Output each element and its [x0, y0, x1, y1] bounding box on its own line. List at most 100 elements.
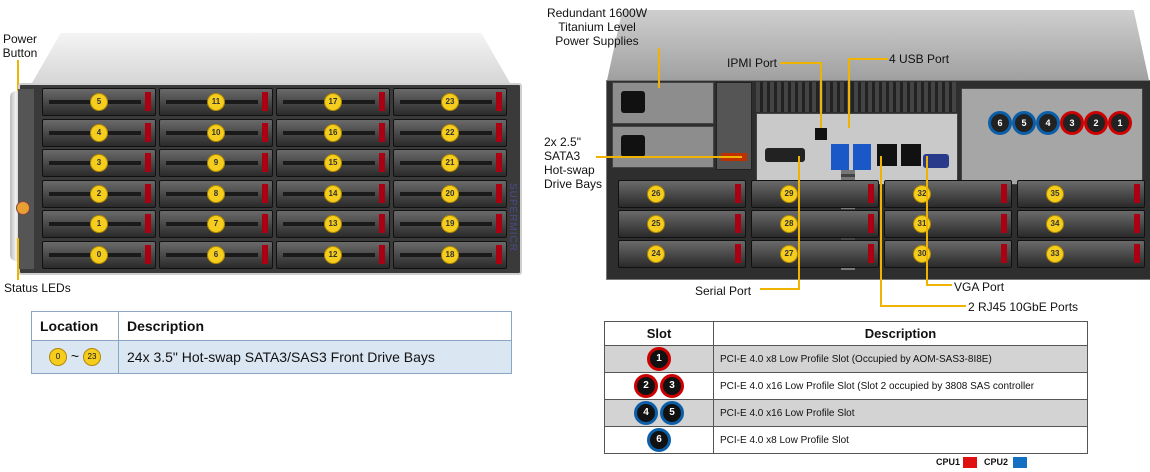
bay-number-badge: 11	[207, 93, 225, 111]
pcie-slot-marker: 3	[1060, 111, 1084, 135]
front-drive-bay[interactable]: 23	[393, 88, 507, 116]
front-drive-bay[interactable]: 13	[276, 210, 390, 238]
rear-drive-bay[interactable]: 34	[1017, 210, 1145, 238]
serial-port[interactable]	[765, 148, 805, 162]
rj45-leader-h	[880, 305, 966, 307]
rear-sata-label-line4: Drive Bays	[544, 177, 603, 191]
front-drive-bay[interactable]: 20	[393, 179, 507, 208]
bay-number-badge: 17	[324, 93, 342, 111]
control-panel	[18, 89, 34, 269]
front-drive-bay[interactable]: 15	[276, 149, 390, 177]
front-drive-bay[interactable]: 9	[159, 149, 273, 177]
rj45-ports-label: 2 RJ45 10GbE Ports	[968, 300, 1079, 314]
front-drive-bay[interactable]: 21	[393, 149, 507, 177]
front-drive-bay[interactable]: 14	[276, 179, 390, 208]
rj45-leader-v	[880, 156, 882, 307]
ipmi-port[interactable]	[815, 128, 827, 140]
front-drive-bay[interactable]: 11	[159, 88, 273, 116]
bay-number-badge: 24	[647, 245, 665, 263]
rear-drive-bay[interactable]: 27	[751, 240, 879, 268]
rj45-port-1[interactable]	[877, 144, 897, 166]
usb-leader-h	[848, 58, 888, 60]
bay-number-badge: 10	[207, 123, 225, 142]
table-row: 6 PCI-E 4.0 x8 Low Profile Slot	[604, 426, 1088, 454]
power-button[interactable]	[16, 201, 30, 215]
rear-drive-bay[interactable]: 31	[884, 210, 1012, 238]
slot-marker: 5	[660, 401, 684, 425]
slot-header: Slot	[604, 321, 714, 346]
front-bay-table-header: Location Description	[31, 311, 512, 341]
bay-badge-to: 23	[82, 348, 101, 367]
front-drive-bay[interactable]: 6	[159, 240, 273, 269]
pcie-slot-table-header: Slot Description	[604, 321, 1088, 346]
front-bay-table: Location Description 0 ~ 23 24x 3.5" Hot…	[31, 311, 512, 375]
bay-number-badge: 21	[441, 154, 459, 172]
bay-number-badge: 13	[324, 215, 342, 233]
vga-port-label: VGA Port	[954, 280, 1005, 294]
front-drive-bay[interactable]: 18	[393, 240, 507, 269]
bay-number-badge: 31	[913, 215, 931, 233]
cpu2-legend-swatch	[1013, 457, 1027, 468]
front-drive-bay[interactable]: 8	[159, 179, 273, 208]
rear-sata-label-line2: SATA3	[544, 149, 581, 163]
front-drive-bay[interactable]: 22	[393, 118, 507, 147]
front-drive-bay[interactable]: 3	[42, 149, 156, 177]
cpu1-legend-label: CPU1	[936, 457, 961, 467]
bay-number-badge: 7	[207, 215, 225, 233]
front-drive-bay[interactable]: 1	[42, 210, 156, 238]
rear-drive-bay[interactable]: 24	[618, 240, 746, 268]
front-drive-bay[interactable]: 17	[276, 88, 390, 116]
front-drive-bay[interactable]: 10	[159, 118, 273, 147]
status-leds-label: Status LEDs	[4, 281, 71, 295]
rear-sata-label-line1: 2x 2.5"	[544, 135, 581, 149]
location-header: Location	[31, 311, 119, 341]
status-led-leader	[17, 238, 19, 280]
rear-drive-bay[interactable]: 35	[1017, 180, 1145, 208]
usb-ports-b[interactable]	[853, 144, 871, 170]
description-cell: PCI-E 4.0 x8 Low Profile Slot	[713, 426, 1088, 454]
serial-port-label: Serial Port	[695, 284, 752, 298]
rear-drive-bay[interactable]: 25	[618, 210, 746, 238]
front-drive-bay[interactable]: 0	[42, 240, 156, 269]
psu-label-line1: Redundant 1600W	[546, 6, 648, 20]
front-drive-bay[interactable]: 5	[42, 88, 156, 116]
usb-ports-a[interactable]	[831, 144, 849, 170]
bay-number-badge: 9	[207, 154, 225, 172]
front-drive-bay[interactable]: 12	[276, 240, 390, 269]
bay-badge-from: 0	[49, 348, 68, 367]
description-cell: PCI-E 4.0 x16 Low Profile Slot	[713, 399, 1088, 427]
rj45-port-2[interactable]	[901, 144, 921, 166]
io-panel	[756, 113, 958, 185]
front-drive-bay[interactable]: 2	[42, 179, 156, 208]
rear-drive-bay[interactable]: 28	[751, 210, 879, 238]
rear-drive-bay[interactable]: 33	[1017, 240, 1145, 268]
power-button-label: Power Button	[0, 32, 40, 60]
front-drive-bay[interactable]: 19	[393, 210, 507, 238]
front-drive-bay[interactable]: 16	[276, 118, 390, 147]
usb-port-label: 4 USB Port	[889, 52, 950, 66]
table-row: 0 ~ 23 24x 3.5" Hot-swap SATA3/SAS3 Fron…	[31, 339, 512, 375]
rear-drive-bay[interactable]: 26	[618, 180, 746, 208]
slot-marker: 6	[647, 428, 671, 452]
rear-drive-bay[interactable]: 30	[884, 240, 1012, 268]
bay-number-badge: 0	[90, 245, 108, 264]
slot-marker: 2	[634, 374, 658, 398]
front-drive-bay[interactable]: 7	[159, 210, 273, 238]
vga-port[interactable]	[923, 154, 949, 168]
rear-sata-leader	[596, 156, 742, 158]
ipmi-leader-v	[820, 62, 822, 128]
rear-drive-bay[interactable]: 32	[884, 180, 1012, 208]
front-drive-bay[interactable]: 4	[42, 118, 156, 147]
power-inlet-2	[621, 135, 645, 157]
bay-number-badge: 4	[90, 123, 108, 142]
pcie-slot-marker: 4	[1036, 111, 1060, 135]
rear-drive-bay[interactable]: 29	[751, 180, 879, 208]
